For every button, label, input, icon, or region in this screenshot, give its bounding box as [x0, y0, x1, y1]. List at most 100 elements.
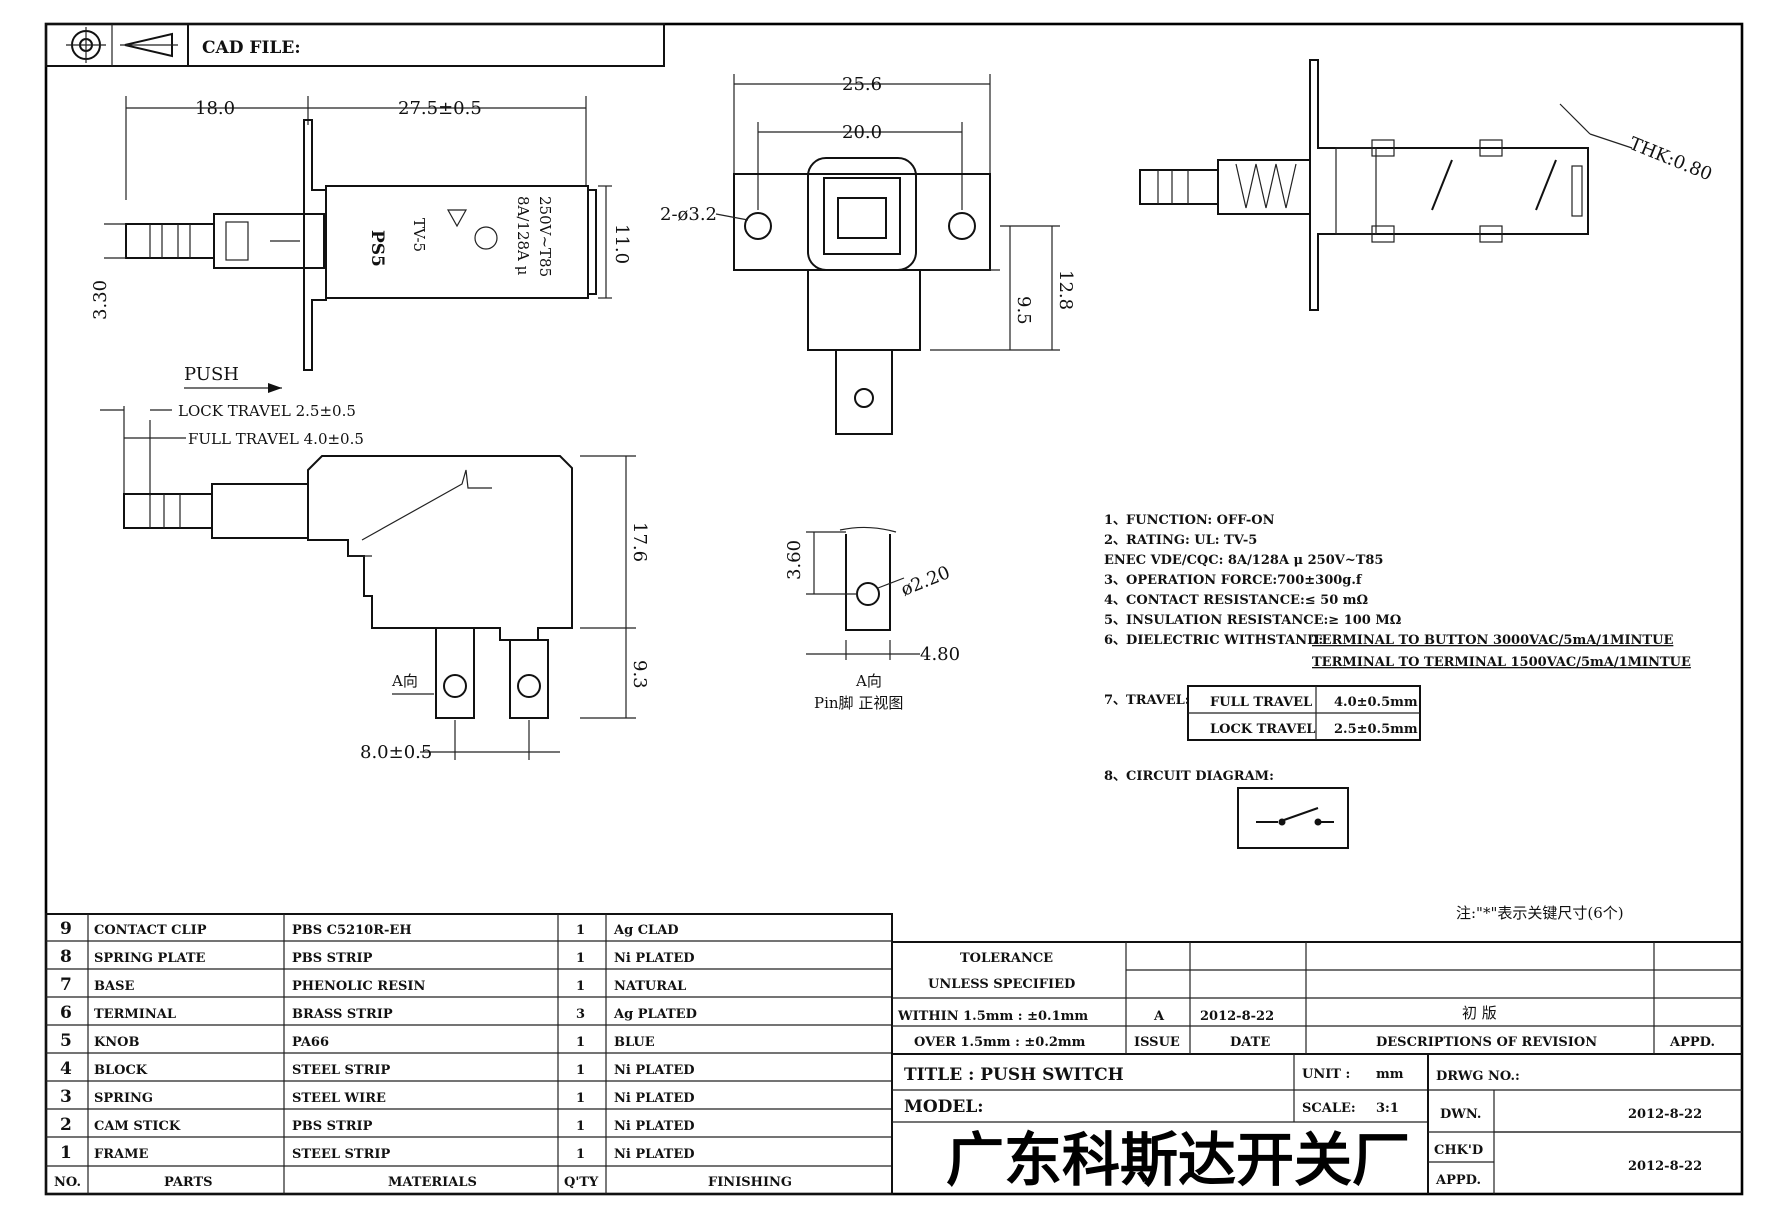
full-travel-label: FULL TRAVEL 4.0±0.5 — [188, 430, 364, 448]
revision-date: 2012-8-22 — [1200, 1009, 1274, 1024]
push-label: PUSH — [184, 364, 239, 385]
bom-qty: 1 — [576, 1119, 585, 1134]
front-dim-left: 18.0 — [195, 98, 235, 119]
side-dim-spacing: 8.0±0.5 — [360, 742, 432, 763]
travel-full-value: 4.0±0.5mm — [1334, 695, 1418, 710]
header-issue: ISSUE — [1134, 1035, 1180, 1050]
spec-line-5: 4、CONTACT RESISTANCE:≤ 50 mΩ — [1104, 593, 1368, 608]
travel-label: 7、TRAVEL: — [1104, 693, 1190, 708]
spec-line-4: 3、OPERATION FORCE:700±300g.f — [1104, 573, 1363, 588]
bom-no: 4 — [60, 1059, 72, 1079]
end-dim-h2: 12.8 — [1055, 270, 1076, 310]
bom-table: 9 CONTACT CLIP PBS C5210R-EH 1 Ag CLAD 8… — [45, 913, 893, 1195]
bom-qty: 1 — [576, 979, 585, 994]
revision-description: 初 版 — [1462, 1004, 1497, 1022]
scale-label: SCALE: — [1302, 1101, 1356, 1116]
bom-material: STEEL STRIP — [292, 1147, 390, 1162]
bom-no: 5 — [60, 1031, 72, 1051]
drawing-title: TITLE : PUSH SWITCH — [904, 1065, 1124, 1085]
circuit-label: 8、CIRCUIT DIAGRAM: — [1104, 769, 1274, 784]
bom-part: SPRING — [94, 1091, 153, 1106]
end-view: 25.6 20.0 2-ø3.2 9.5 12.8 — [660, 74, 1076, 435]
spec-line-6: 5、INSULATION RESISTANCE:≥ 100 MΩ — [1104, 613, 1401, 628]
side-view: PUSH LOCK TRAVEL 2.5±0.5 FULL TRAVEL 4.0… — [100, 364, 650, 763]
checked-label: CHK'D — [1434, 1143, 1483, 1158]
key-dimension-note: 注:"*"表示关键尺寸(6个) — [1456, 904, 1624, 922]
revision-issue: A — [1153, 1009, 1165, 1024]
unit-label: UNIT : — [1302, 1067, 1350, 1082]
table-row: 1 FRAME STEEL STRIP 1 Ni PLATED — [60, 1143, 695, 1163]
bom-finish: Ag CLAD — [613, 923, 679, 938]
bom-no: 9 — [60, 919, 72, 939]
end-dim-hole-dia: 2-ø3.2 — [660, 204, 717, 225]
bom-qty: 3 — [576, 1007, 585, 1022]
pin-dim-dia: ø2.20 — [898, 562, 953, 601]
bom-material: PBS STRIP — [292, 951, 373, 966]
end-dim-holes: 20.0 — [842, 122, 882, 143]
bom-no: 7 — [60, 975, 72, 995]
travel-lock-value: 2.5±0.5mm — [1334, 722, 1418, 737]
table-row: 8 SPRING PLATE PBS STRIP 1 Ni PLATED — [60, 947, 695, 967]
front-label-model: PS5 — [367, 230, 387, 267]
title-block: TOLERANCE UNLESS SPECIFIED WITHIN 1.5mm … — [891, 941, 1742, 1194]
spec-line-3: ENEC VDE/CQC: 8A/128A μ 250V~T85 — [1104, 553, 1383, 568]
bom-finish: Ni PLATED — [614, 1119, 695, 1134]
pin-dim-top: 3.60 — [784, 540, 805, 580]
bom-material: PBS STRIP — [292, 1119, 373, 1134]
side-dim-height: 17.6 — [629, 522, 650, 562]
bom-material: PA66 — [292, 1035, 329, 1050]
bom-header-no: NO. — [54, 1175, 81, 1190]
drawn-label: DWN. — [1440, 1107, 1481, 1122]
checked-date: 2012-8-22 — [1628, 1159, 1702, 1174]
bom-qty: 1 — [576, 923, 585, 938]
travel-table: FULL TRAVEL 4.0±0.5mm LOCK TRAVEL 2.5±0.… — [1187, 685, 1421, 741]
bom-material: BRASS STRIP — [292, 1007, 393, 1022]
travel-lock-name: LOCK TRAVEL — [1210, 722, 1315, 737]
front-label-rating2: 250V~T85 — [536, 196, 554, 277]
side-view-label: A向 — [391, 672, 418, 690]
header-appd: APPD. — [1669, 1035, 1715, 1050]
spec-notes: 1、FUNCTION: OFF-ON 2、RATING: UL: TV-5 EN… — [1104, 513, 1691, 922]
bom-header-material: MATERIALS — [388, 1175, 477, 1190]
bom-qty: 1 — [576, 951, 585, 966]
bom-header-part: PARTS — [164, 1175, 213, 1190]
cad-header: CAD FILE: — [45, 23, 665, 67]
spec-line-7: 6、DIELECTRIC WITHSTAND: — [1104, 633, 1323, 648]
bom-part: CONTACT CLIP — [94, 923, 207, 938]
bom-part: SPRING PLATE — [94, 951, 206, 966]
within-tolerance: WITHIN 1.5mm : ±0.1mm — [897, 1009, 1088, 1024]
bom-no: 6 — [60, 1003, 72, 1023]
bom-material: PBS C5210R-EH — [292, 923, 412, 938]
company-name: 广东科斯达开关厂 — [946, 1126, 1410, 1194]
scale-value: 3:1 — [1376, 1101, 1399, 1116]
spec-line-8: TERMINAL TO BUTTON 3000VAC/5mA/1MINTUE — [1312, 633, 1673, 648]
bom-finish: Ni PLATED — [614, 1091, 695, 1106]
bom-finish: Ni PLATED — [614, 1147, 695, 1162]
bom-material: STEEL STRIP — [292, 1063, 390, 1078]
bom-part: CAM STICK — [94, 1119, 181, 1134]
travel-full-name: FULL TRAVEL — [1210, 695, 1312, 710]
bom-no: 2 — [60, 1115, 72, 1135]
bom-no: 8 — [60, 947, 72, 967]
bom-finish: NATURAL — [614, 979, 686, 994]
table-row: 4 BLOCK STEEL STRIP 1 Ni PLATED — [60, 1059, 695, 1079]
table-row: 3 SPRING STEEL WIRE 1 Ni PLATED — [60, 1087, 695, 1107]
front-label-block: PS5 TV-5 8A/128A μ 250V~T85 — [367, 196, 554, 277]
bom-header-qty: Q'TY — [564, 1175, 599, 1190]
bom-part: TERMINAL — [94, 1007, 176, 1022]
bom-qty: 1 — [576, 1147, 585, 1162]
lock-travel-label: LOCK TRAVEL 2.5±0.5 — [178, 402, 356, 420]
front-label-type: TV-5 — [410, 218, 428, 252]
pin-caption2: Pin脚 正视图 — [814, 694, 903, 712]
table-row: 6 TERMINAL BRASS STRIP 3 Ag PLATED — [60, 1003, 697, 1023]
bom-finish: Ag PLATED — [613, 1007, 697, 1022]
front-dim-pin: 3.30 — [90, 280, 111, 320]
bom-part: BLOCK — [94, 1063, 148, 1078]
bom-finish: Ni PLATED — [614, 1063, 695, 1078]
model-label: MODEL: — [904, 1097, 984, 1117]
side-dim-terminal: 9.3 — [629, 660, 650, 689]
bom-qty: 1 — [576, 1091, 585, 1106]
cad-file-label: CAD FILE: — [202, 38, 301, 58]
section-view: THK:0.80 — [1139, 59, 1715, 311]
